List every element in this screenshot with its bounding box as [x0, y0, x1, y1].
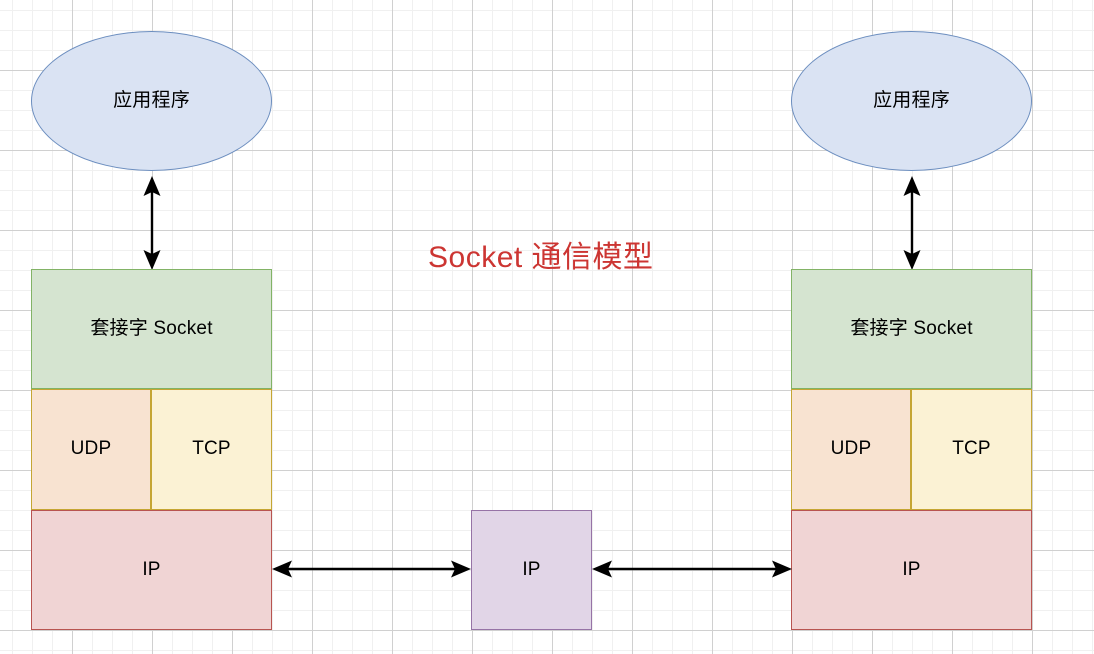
node-mid-ip[interactable]: IP — [471, 510, 592, 630]
connector-left-app-to-socket[interactable] — [140, 176, 164, 270]
arrow-head-up-icon — [903, 176, 921, 196]
arrow-head-down-icon — [903, 250, 921, 270]
node-mid-ip-label: IP — [522, 558, 541, 580]
node-left-application-label: 应用程序 — [113, 89, 190, 111]
arrow-head-down-icon — [143, 250, 161, 270]
node-left-socket-label: 套接字 Socket — [90, 317, 213, 339]
arrow-head-right-icon — [451, 560, 471, 578]
node-right-application[interactable]: 应用程序 — [791, 31, 1032, 171]
connector-right-app-to-socket[interactable] — [900, 176, 924, 270]
arrow-head-left-icon — [272, 560, 292, 578]
node-left-udp-label: UDP — [70, 438, 112, 460]
node-right-ip[interactable]: IP — [791, 510, 1032, 630]
node-left-ip[interactable]: IP — [31, 510, 272, 630]
node-right-socket-label: 套接字 Socket — [850, 317, 973, 339]
node-left-application[interactable]: 应用程序 — [31, 31, 272, 171]
connector-mid-ip-to-right-ip[interactable] — [592, 557, 792, 581]
connector-left-ip-to-mid-ip[interactable] — [272, 557, 471, 581]
arrow-head-right-icon — [772, 560, 792, 578]
arrow-head-left-icon — [592, 560, 612, 578]
diagram-title: Socket 通信模型 — [428, 241, 654, 274]
node-right-ip-label: IP — [902, 558, 921, 580]
node-right-application-label: 应用程序 — [873, 89, 950, 111]
node-right-tcp[interactable]: TCP — [911, 389, 1032, 510]
node-left-tcp[interactable]: TCP — [151, 389, 272, 510]
node-left-udp[interactable]: UDP — [31, 389, 151, 510]
node-left-socket[interactable]: 套接字 Socket — [31, 269, 272, 389]
node-right-socket[interactable]: 套接字 Socket — [791, 269, 1032, 389]
node-right-udp[interactable]: UDP — [791, 389, 911, 510]
arrow-head-up-icon — [143, 176, 161, 196]
node-right-tcp-label: TCP — [952, 438, 991, 460]
node-left-ip-label: IP — [142, 558, 161, 580]
node-right-udp-label: UDP — [830, 438, 872, 460]
node-left-tcp-label: TCP — [192, 438, 231, 460]
